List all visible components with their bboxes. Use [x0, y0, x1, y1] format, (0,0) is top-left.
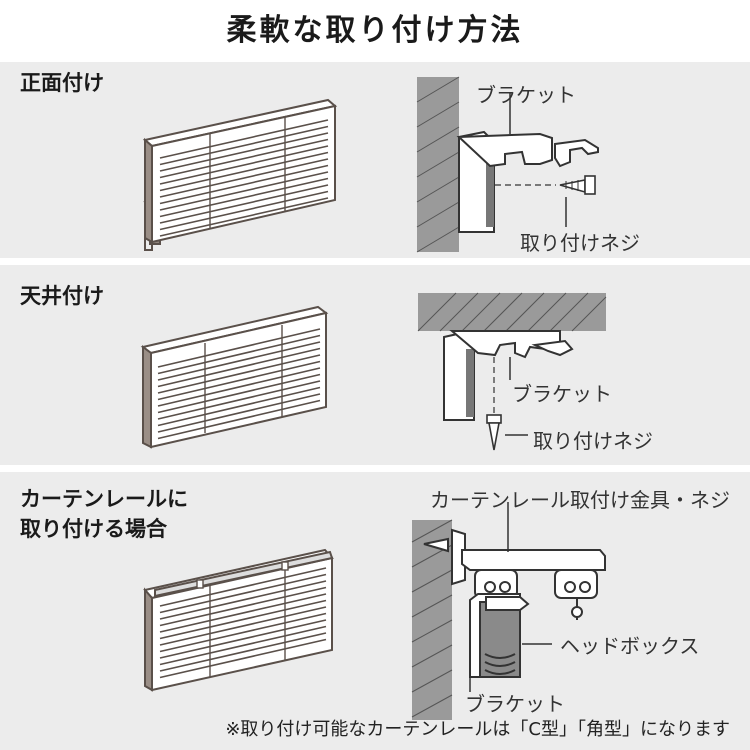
page-title: 柔軟な取り付け方法	[226, 13, 524, 48]
blind-slat	[159, 586, 327, 627]
blind-slat	[159, 132, 329, 172]
blind-slat	[159, 190, 329, 231]
ceiling-mount-illustration	[140, 292, 607, 451]
blind-slat	[159, 638, 327, 679]
blind-slat	[159, 125, 329, 166]
blind-slat	[159, 580, 327, 620]
screw-icon	[486, 414, 502, 451]
blind-slat	[157, 399, 321, 440]
blind-slat	[159, 632, 327, 672]
blind-slat	[159, 158, 329, 198]
section-label-line1: カーテンレールに	[20, 487, 188, 511]
blind-slat	[159, 145, 329, 185]
blind-slat	[159, 171, 329, 211]
callout-headbox: ヘッドボックス	[560, 634, 700, 658]
blind-slat	[159, 593, 327, 633]
blind-slat	[159, 164, 329, 205]
blind-slats	[159, 119, 329, 237]
blind-slat	[159, 619, 327, 659]
blind-slat	[159, 567, 327, 607]
callout-rail-fitting: カーテンレール取付け金具・ネジ	[430, 488, 730, 512]
blind-slat	[159, 119, 329, 159]
blind-slat	[159, 151, 329, 192]
blind-slat	[159, 197, 329, 237]
section-label: 天井付け	[20, 284, 104, 308]
front-mount-illustration	[142, 76, 599, 253]
blind-slat	[157, 367, 321, 407]
blind-slat	[157, 386, 321, 427]
blind-slat	[157, 334, 321, 375]
compatibility-note: ※取り付け可能なカーテンレールは「C型」「角型」になります	[225, 719, 730, 740]
callout-screw: 取り付けネジ	[520, 231, 640, 255]
blind-slat	[157, 354, 321, 394]
callout-bracket: ブラケット	[465, 692, 565, 716]
callout-bracket: ブラケット	[476, 83, 576, 107]
blind-slat	[157, 373, 321, 414]
blind-slat	[159, 138, 329, 179]
section-label: 正面付け	[20, 71, 104, 95]
blind-slat	[159, 612, 327, 653]
blind-slats	[159, 567, 327, 679]
callout-bracket: ブラケット	[512, 382, 612, 406]
blind-slat	[159, 606, 327, 646]
blind-slat	[159, 599, 327, 640]
blind-slat	[157, 360, 321, 401]
blind-slat	[157, 380, 321, 420]
section-ceiling-mount: 天井付け	[0, 265, 750, 465]
callout-screw: 取り付けネジ	[533, 429, 653, 453]
blind-slat	[159, 184, 329, 224]
section-front-mount: 正面付け	[0, 62, 750, 258]
blind-slat	[157, 347, 321, 388]
blind-slat	[157, 341, 321, 381]
section-label-line2: 取り付ける場合	[20, 517, 167, 541]
blind-slat	[159, 177, 329, 218]
blind-slat	[157, 328, 321, 368]
curtain-rail-illustration	[143, 502, 606, 720]
blind-slat	[157, 393, 321, 433]
blind-slats	[157, 328, 321, 440]
section-curtain-rail-mount: カーテンレールに 取り付ける場合	[0, 472, 750, 750]
blind-slat	[159, 573, 327, 614]
blind-slat	[159, 625, 327, 666]
